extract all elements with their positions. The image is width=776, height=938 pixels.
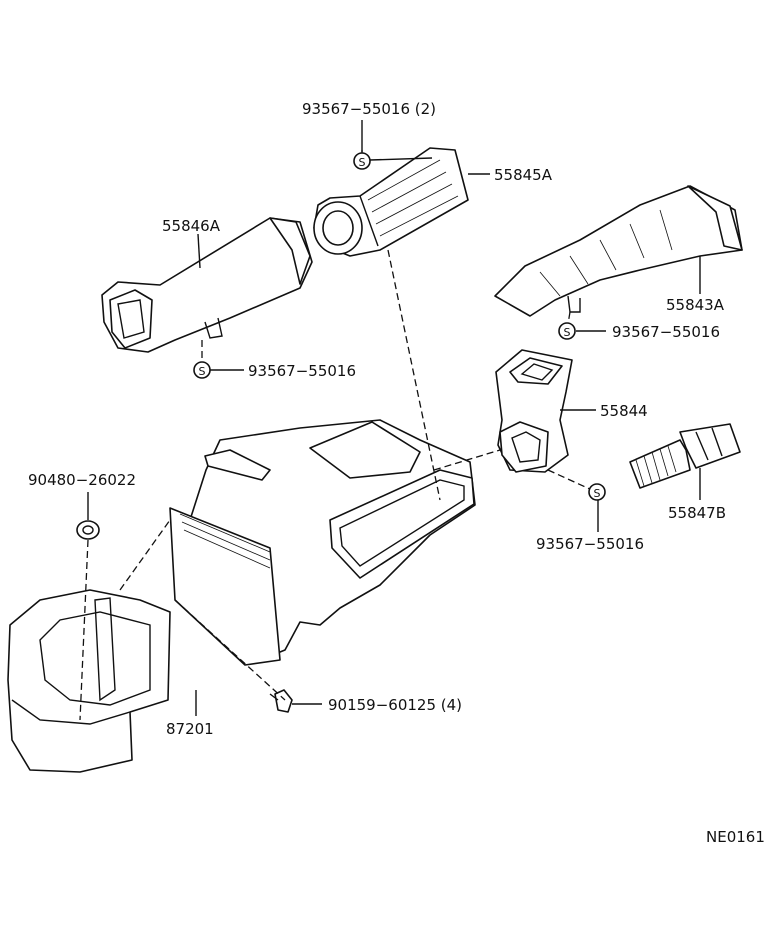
callout-55846a: 55846A [162, 217, 221, 235]
duct-55845a [313, 147, 469, 257]
callout-90159-60125: 90159−60125 (4) [328, 696, 462, 714]
hose-55847b [629, 423, 741, 489]
callout-90480-26022: 90480−26022 [28, 471, 136, 489]
screw-90159 [269, 689, 293, 713]
s-symbol-1: S [353, 152, 371, 170]
svg-text:S: S [564, 326, 571, 339]
callout-93567-55016-b: 93567−55016 [248, 362, 356, 380]
callout-93567-55016-a: 93567−55016 [612, 323, 720, 341]
s-symbol-2: S [193, 361, 211, 379]
duct-55843a [494, 185, 743, 317]
callout-93567-55016-c: 93567−55016 [536, 535, 644, 553]
callout-93567-55016-2: 93567−55016 (2) [302, 100, 436, 118]
s-symbol-3: S [558, 322, 576, 340]
callout-55845a: 55845A [494, 166, 553, 184]
duct-55846a [101, 217, 313, 353]
callout-87201: 87201 [166, 720, 214, 738]
svg-text:S: S [594, 487, 601, 500]
duct-55844 [495, 349, 573, 473]
s-symbol-4: S [588, 483, 606, 501]
grommet-90480 [76, 520, 100, 540]
ref-code: NE0161 [706, 828, 765, 846]
assembly-lines [79, 150, 593, 721]
leader-lines [87, 120, 701, 716]
svg-text:S: S [199, 365, 206, 378]
unit-87201 [7, 419, 476, 773]
callout-55847b: 55847B [668, 504, 726, 522]
callout-55843a: 55843A [666, 296, 725, 314]
callout-55844: 55844 [600, 402, 648, 420]
svg-text:S: S [359, 156, 366, 169]
